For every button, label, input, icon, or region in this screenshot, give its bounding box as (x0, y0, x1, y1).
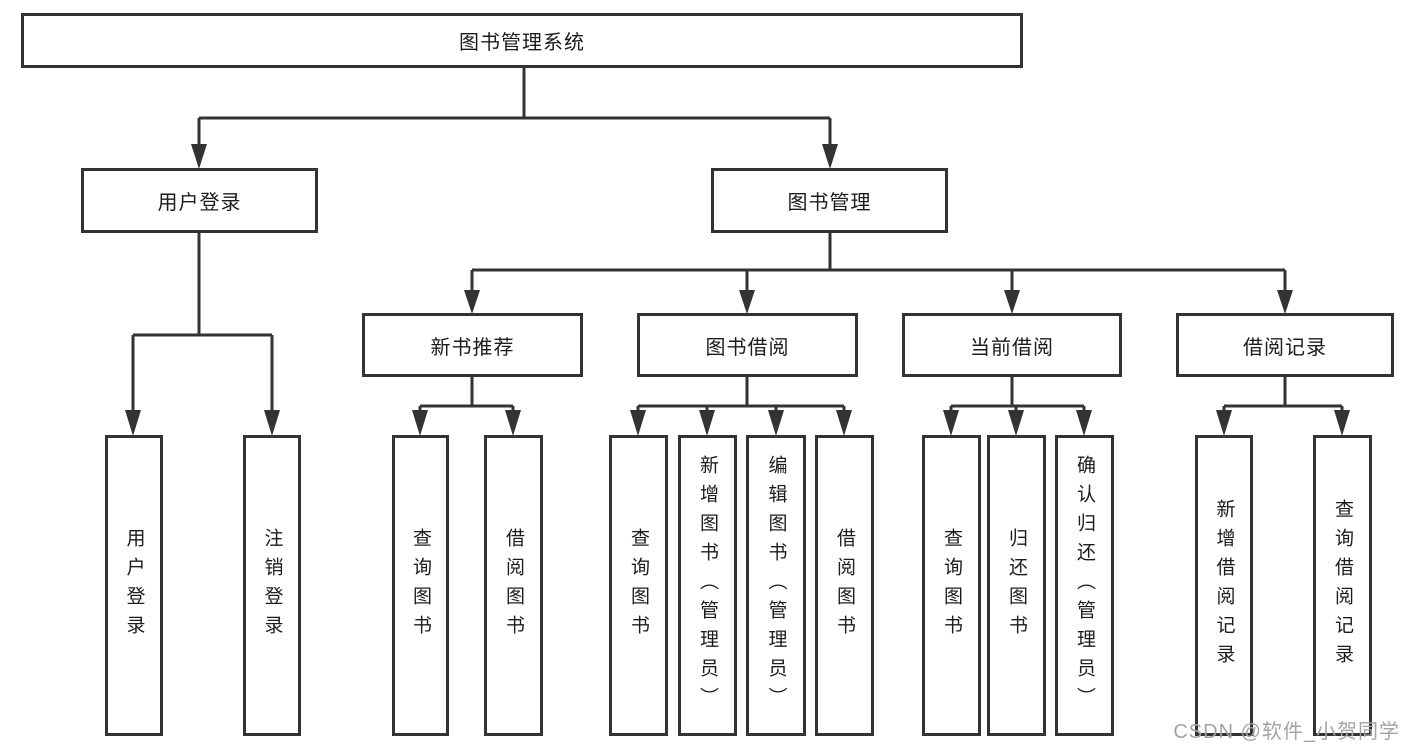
arrowhead (699, 410, 715, 436)
arrowhead (1216, 410, 1232, 436)
leaf-current-return-book: 归还图书 (987, 435, 1046, 736)
connector-management-to-level3 (470, 233, 1287, 292)
arrowhead (630, 410, 646, 436)
node-label: 当前借阅 (970, 336, 1054, 359)
arrowhead (836, 410, 852, 436)
leaf-recommend-query-book: 查询图书 (392, 435, 449, 736)
leaf-current-query-book: 查询图书 (922, 435, 981, 736)
leaf-label: 新增图书（管理员） (697, 455, 718, 716)
node-library-management-system: 图书管理系统 (21, 13, 1023, 68)
leaf-label: 查询图书 (941, 527, 962, 644)
leaf-records-add-record: 新增借阅记录 (1195, 435, 1253, 736)
connector-current-to-leaves (949, 377, 1086, 412)
arrowhead (125, 410, 141, 436)
arrowhead (1008, 410, 1024, 436)
leaf-borrow-query-book: 查询图书 (609, 435, 668, 736)
node-book-borrow: 图书借阅 (637, 313, 858, 377)
arrowhead (464, 290, 480, 314)
node-book-management: 图书管理 (711, 168, 948, 233)
leaf-label: 用户登录 (123, 527, 145, 644)
arrowhead (264, 410, 280, 436)
leaf-label: 新增借阅记录 (1213, 498, 1235, 673)
arrowhead (943, 410, 959, 436)
leaf-label: 注销登录 (261, 527, 283, 644)
arrowhead (1334, 410, 1350, 436)
node-label: 图书借阅 (705, 336, 790, 359)
connector-root-to-level2 (197, 68, 832, 146)
node-label: 新书推荐 (430, 336, 515, 359)
arrowhead (1004, 290, 1020, 314)
leaf-label: 编辑图书（管理员） (765, 455, 787, 716)
connector-recommend-to-leaves (418, 377, 515, 412)
node-label: 借阅记录 (1243, 336, 1327, 359)
arrowhead (191, 144, 207, 169)
arrowhead (1076, 410, 1092, 436)
connector-records-to-leaves (1222, 377, 1344, 412)
connector-borrow-to-leaves (636, 377, 846, 412)
connector-login-to-leaves (131, 233, 274, 412)
arrowhead (412, 410, 428, 436)
arrowhead (1277, 290, 1293, 314)
leaf-label: 借阅图书 (503, 527, 524, 644)
csdn-watermark: CSDN @软件_小贺同学 (1173, 721, 1400, 743)
node-label: 图书管理 (787, 192, 872, 214)
arrowhead (768, 410, 784, 436)
leaf-logout-login: 注销登录 (243, 435, 301, 736)
leaf-user-login: 用户登录 (105, 435, 163, 736)
arrowhead (739, 290, 755, 314)
node-label: 图书管理系统 (459, 32, 585, 54)
leaf-label: 借阅图书 (834, 527, 855, 644)
arrowhead (505, 410, 521, 436)
leaf-recommend-borrow-book: 借阅图书 (484, 435, 543, 736)
node-label: 用户登录 (157, 192, 242, 214)
leaf-label: 确认归还（管理员） (1074, 455, 1095, 716)
node-current-borrow: 当前借阅 (902, 313, 1122, 377)
leaf-borrow-borrow-book: 借阅图书 (815, 435, 874, 736)
leaf-current-confirm-return-admin: 确认归还（管理员） (1055, 435, 1114, 736)
leaf-label: 归还图书 (1006, 527, 1027, 644)
leaf-borrow-edit-book-admin: 编辑图书（管理员） (746, 435, 806, 736)
leaf-records-query-record: 查询借阅记录 (1313, 435, 1372, 736)
arrowhead (822, 144, 838, 169)
arrowheads (125, 144, 1350, 436)
node-borrow-records: 借阅记录 (1176, 313, 1394, 377)
node-user-login: 用户登录 (81, 168, 318, 233)
leaf-label: 查询图书 (410, 527, 431, 644)
leaf-label: 查询图书 (628, 527, 649, 644)
leaf-label: 查询借阅记录 (1332, 498, 1353, 673)
leaf-borrow-add-book-admin: 新增图书（管理员） (678, 435, 737, 736)
node-new-book-recommend: 新书推荐 (362, 313, 583, 377)
